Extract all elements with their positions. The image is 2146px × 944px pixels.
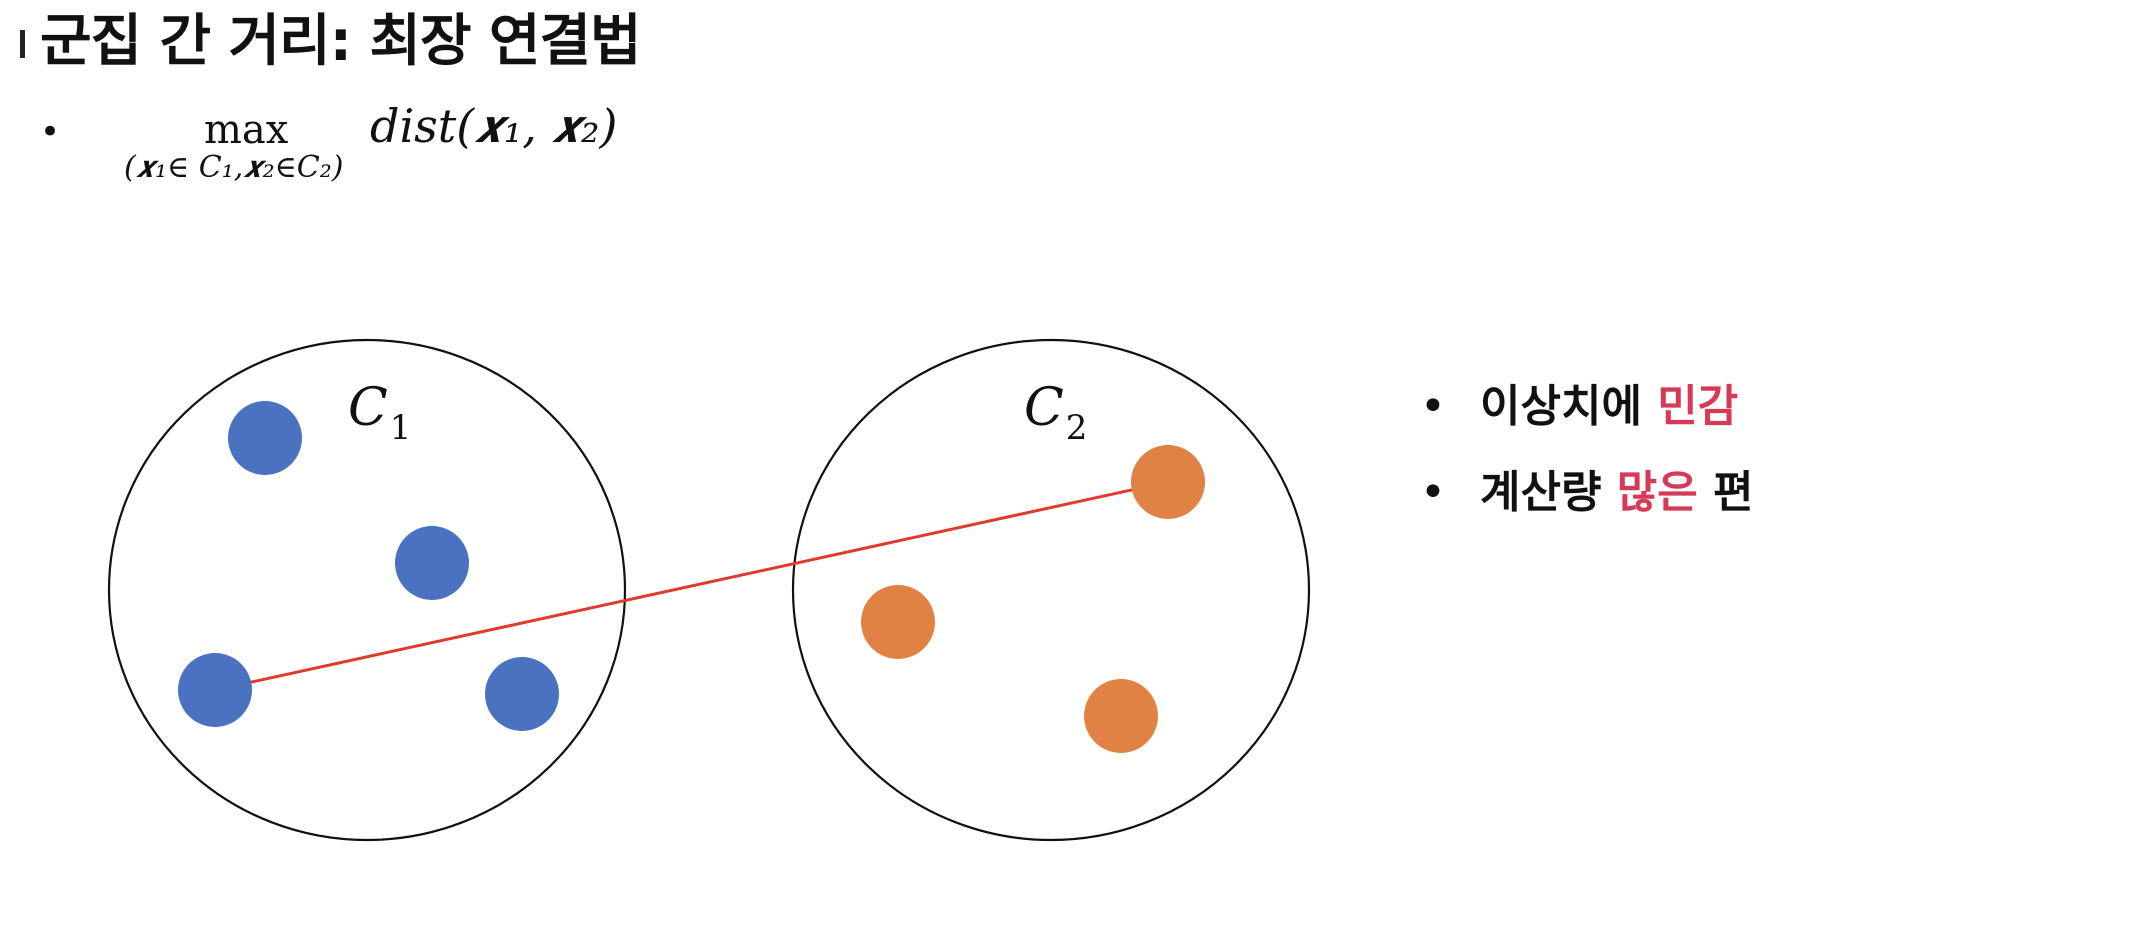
cluster-2-label-subscript: 2 bbox=[1065, 408, 1088, 448]
note-1-prefix: 이상치에 bbox=[1480, 381, 1658, 432]
cluster-2-point-2 bbox=[861, 585, 935, 659]
formula-bullet: • bbox=[40, 112, 61, 152]
max-subscript: (𝒙₁∈ C₁,𝒙₂∈C₂) bbox=[124, 150, 344, 185]
cluster-1-label-letter: C bbox=[348, 378, 388, 438]
note-1-bullet: • bbox=[1420, 381, 1446, 432]
characteristics-list: • 이상치에 민감 • 계산량 많은 편 bbox=[1420, 380, 1754, 552]
note-2-prefix: 계산량 bbox=[1480, 467, 1617, 518]
cluster-1-point-3 bbox=[178, 653, 252, 727]
note-2-suffix: 편 bbox=[1697, 467, 1754, 518]
cluster-1-boundary bbox=[107, 338, 627, 842]
note-heavy-computation: • 계산량 많은 편 bbox=[1420, 466, 1754, 520]
distance-expression: dist(𝒙₁, 𝒙₂) bbox=[370, 99, 618, 153]
cluster-2-label: C2 bbox=[1024, 378, 1087, 448]
cluster-2-point-3 bbox=[1084, 679, 1158, 753]
page-title: 군집 간 거리: 최장 연결법 bbox=[40, 9, 642, 74]
title-accent-bar bbox=[20, 30, 25, 58]
note-1-highlight: 민감 bbox=[1657, 381, 1739, 432]
cluster-1-point-1 bbox=[228, 401, 302, 475]
cluster-1-points bbox=[178, 401, 559, 731]
note-2-highlight: 많은 bbox=[1616, 467, 1698, 518]
max-operator: max bbox=[204, 107, 289, 153]
cluster-1-point-2 bbox=[395, 526, 469, 600]
max-operator-block: max (𝒙₁∈ C₁,𝒙₂∈C₂) bbox=[120, 106, 370, 196]
note-outlier-sensitive: • 이상치에 민감 bbox=[1420, 380, 1754, 434]
cluster-2-label-letter: C bbox=[1024, 378, 1064, 438]
cluster-2-points bbox=[861, 445, 1205, 753]
cluster-1-point-4 bbox=[485, 657, 559, 731]
cluster-1-label-subscript: 1 bbox=[389, 408, 412, 448]
cluster-2-boundary bbox=[791, 338, 1311, 842]
cluster-2-point-1 bbox=[1131, 445, 1205, 519]
cluster-1-label: C1 bbox=[348, 378, 411, 448]
note-2-bullet: • bbox=[1420, 467, 1446, 518]
complete-linkage-line bbox=[214, 480, 1169, 692]
